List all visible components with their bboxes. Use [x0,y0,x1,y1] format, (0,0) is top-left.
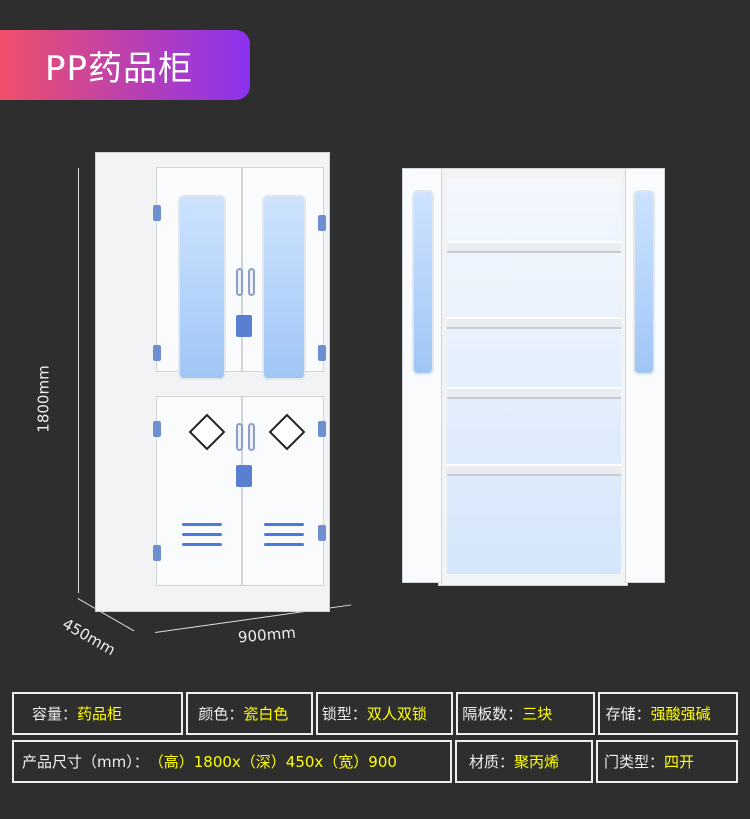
glass-window [178,195,226,380]
spec-dimensions: 产品尺寸（mm）：（高）1800x（深）450x（宽）900 [12,740,452,783]
spec-value: （高）1800x（深）450x（宽）900 [148,753,397,771]
glass-window [262,195,306,380]
product-title-banner: PP药品柜 [0,30,250,100]
door [242,396,324,586]
spec-capacity: 容量：药品柜 [12,692,184,735]
spec-value: 强酸强碱 [650,705,711,723]
hinge [153,545,161,561]
shelf [447,241,621,253]
spec-value: 三块 [522,705,553,723]
cabinet-interior [447,179,621,574]
door-handle [248,268,255,296]
depth-dimension-label: 450mm [59,614,119,660]
vent [182,543,222,546]
hinge [318,525,326,541]
open-door-left [402,168,442,583]
spec-label: 容量： [32,705,78,723]
vent [182,523,222,526]
spec-value: 聚丙烯 [514,753,560,771]
spec-label: 存储： [605,705,651,723]
door-handle [236,423,243,451]
spec-value: 双人双锁 [366,705,427,723]
vent [264,523,304,526]
hinge [153,345,161,361]
height-dimension-line [78,168,79,593]
product-title: PP药品柜 [45,48,194,89]
spec-table-row-2: 产品尺寸（mm）：（高）1800x（深）450x（宽）900 材质：聚丙烯 门类… [12,740,738,783]
height-dimension-label: 1800mm [34,365,53,433]
spec-shelves: 隔板数：三块 [456,692,595,735]
spec-label: 颜色： [198,705,244,723]
spec-value: 瓷白色 [243,705,289,723]
spec-color: 颜色：瓷白色 [186,692,313,735]
spec-material: 材质：聚丙烯 [455,740,593,783]
spec-storage: 存储：强酸强碱 [597,692,739,735]
spec-label: 材质： [469,753,515,771]
spec-label: 门类型： [604,753,665,771]
vent [264,543,304,546]
vent [264,533,304,536]
closed-cabinet-image [95,152,330,612]
open-cabinet-image [438,168,628,586]
spec-door-type: 门类型：四开 [596,740,738,783]
lock-icon [236,315,252,337]
hinge [318,345,326,361]
spec-value: 药品柜 [77,705,123,723]
spec-label: 隔板数： [462,705,523,723]
shelf [447,464,621,476]
vent [182,533,222,536]
spec-value: 四开 [664,753,695,771]
spec-table-row-1: 容量：药品柜 颜色：瓷白色 锁型：双人双锁 隔板数：三块 存储：强酸强碱 [12,692,739,735]
spec-label: 锁型： [321,705,367,723]
glass-window [633,190,655,375]
door-handle [236,268,243,296]
glass-window [412,190,434,375]
hinge [153,205,161,221]
door-handle [248,423,255,451]
hinge [153,421,161,437]
spec-label: 产品尺寸（mm）： [22,753,149,771]
width-dimension-label: 900mm [237,623,297,647]
spec-lock-type: 锁型：双人双锁 [315,692,454,735]
shelf [447,317,621,329]
lock-icon [236,465,252,487]
hinge [318,215,326,231]
shelf [447,387,621,399]
hinge [318,421,326,437]
